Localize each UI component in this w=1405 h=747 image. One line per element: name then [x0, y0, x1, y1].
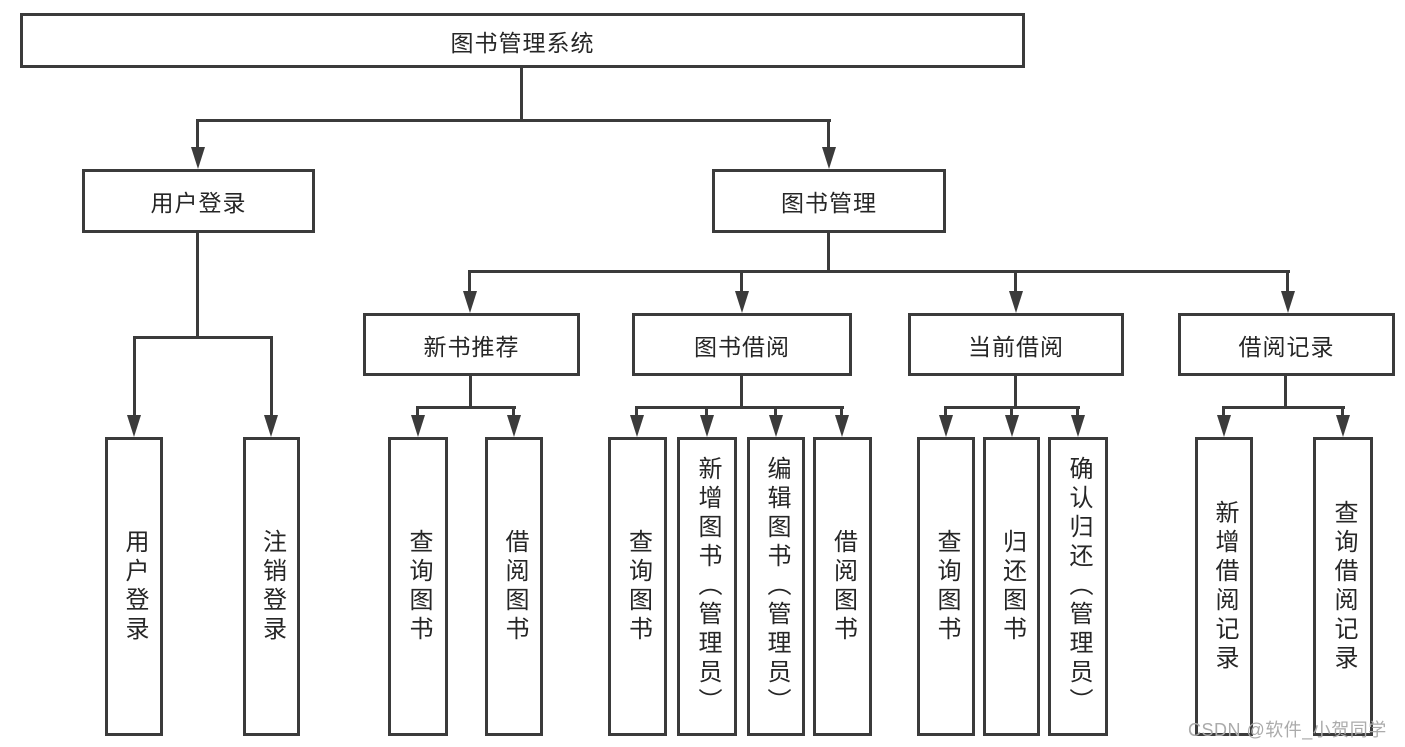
connector-mgmt-stem — [827, 233, 830, 271]
connector-user-hline — [133, 336, 273, 339]
connector-record-child-stem — [1341, 406, 1344, 419]
arrowhead-down-icon — [127, 415, 141, 437]
arrowhead-down-icon — [1009, 291, 1023, 313]
node-borrow-record-label: 借阅记录 — [1238, 333, 1335, 360]
arrowhead-down-icon — [1071, 415, 1085, 437]
node-borrow-query-label: 查询图书 — [624, 528, 652, 645]
connector-bookborrow-child-stem — [635, 406, 638, 419]
node-current-confirm-return: 确认归还（管理员） — [1048, 437, 1108, 736]
node-user-login-label: 用户登录 — [121, 528, 148, 645]
node-newbook-recommend-label: 新书推荐 — [423, 333, 520, 360]
connector-newbook-child-stem — [512, 406, 515, 419]
arrowhead-down-icon — [735, 291, 749, 313]
connector-newbook-hline — [416, 406, 516, 409]
connector-mgmt-child-stem — [468, 270, 471, 295]
node-borrow-edit-book: 编辑图书（管理员） — [747, 437, 805, 736]
connector-current-child-stem — [1076, 406, 1079, 419]
connector-to-user-stem — [196, 119, 199, 151]
node-borrow-borrow-book-label: 借阅图书 — [829, 528, 857, 645]
node-logout-label: 注销登录 — [258, 528, 286, 645]
node-borrow-query: 查询图书 — [608, 437, 667, 736]
arrowhead-down-icon — [191, 147, 205, 169]
connector-record-stem — [1284, 376, 1287, 407]
arrowhead-down-icon — [1336, 415, 1350, 437]
connector-user-stem — [196, 233, 199, 337]
node-newbook-query-label: 查询图书 — [405, 528, 432, 645]
node-borrow-add-book-label: 新增图书（管理员） — [694, 456, 721, 717]
arrowhead-down-icon — [700, 415, 714, 437]
connector-newbook-child-stem — [416, 406, 419, 419]
connector-mgmt-child-stem — [1014, 270, 1017, 295]
connector-mgmt-hline — [468, 270, 1290, 273]
node-newbook-borrow: 借阅图书 — [485, 437, 543, 736]
connector-root-stem — [520, 68, 523, 120]
node-book-mgmt-label: 图书管理 — [781, 190, 877, 216]
node-root: 图书管理系统 — [20, 13, 1025, 68]
connector-root-hline — [196, 119, 831, 122]
node-borrow-record: 借阅记录 — [1178, 313, 1395, 376]
node-record-query-label: 查询借阅记录 — [1330, 499, 1357, 674]
arrowhead-down-icon — [835, 415, 849, 437]
connector-current-child-stem — [944, 406, 947, 419]
arrowhead-down-icon — [507, 415, 521, 437]
node-newbook-recommend: 新书推荐 — [363, 313, 580, 376]
connector-bookborrow-stem — [740, 376, 743, 407]
node-newbook-borrow-label: 借阅图书 — [501, 528, 528, 645]
node-user-branch-label: 用户登录 — [150, 190, 247, 216]
connector-newbook-stem — [469, 376, 472, 407]
node-current-query-label: 查询图书 — [933, 528, 960, 645]
connector-bookborrow-child-stem — [774, 406, 777, 419]
connector-user-child-stem — [133, 336, 136, 419]
connector-current-child-stem — [1010, 406, 1013, 419]
node-logout: 注销登录 — [243, 437, 300, 736]
arrowhead-down-icon — [769, 415, 783, 437]
arrowhead-down-icon — [264, 415, 278, 437]
connector-record-hline — [1222, 406, 1345, 409]
arrowhead-down-icon — [1005, 415, 1019, 437]
node-book-borrow-label: 图书借阅 — [694, 333, 790, 360]
watermark: CSDN @软件_小贺同学 — [1188, 720, 1387, 740]
node-user-branch: 用户登录 — [82, 169, 315, 233]
arrowhead-down-icon — [1281, 291, 1295, 313]
node-book-mgmt: 图书管理 — [712, 169, 946, 233]
arrowhead-down-icon — [939, 415, 953, 437]
node-current-query: 查询图书 — [917, 437, 975, 736]
arrowhead-down-icon — [463, 291, 477, 313]
node-borrow-add-book: 新增图书（管理员） — [677, 437, 737, 736]
node-current-return-label: 归还图书 — [998, 528, 1026, 645]
node-user-login: 用户登录 — [105, 437, 163, 736]
arrowhead-down-icon — [630, 415, 644, 437]
connector-current-stem — [1014, 376, 1017, 407]
node-current-return: 归还图书 — [983, 437, 1040, 736]
connector-bookborrow-hline — [635, 406, 844, 409]
connector-user-child-stem — [270, 336, 273, 419]
arrowhead-down-icon — [411, 415, 425, 437]
node-root-label: 图书管理系统 — [450, 29, 595, 56]
node-current-borrow: 当前借阅 — [908, 313, 1124, 376]
node-record-add: 新增借阅记录 — [1195, 437, 1253, 736]
connector-to-mgmt-stem — [827, 119, 830, 151]
connector-record-child-stem — [1222, 406, 1225, 419]
node-borrow-edit-book-label: 编辑图书（管理员） — [763, 456, 790, 717]
arrowhead-down-icon — [822, 147, 836, 169]
node-newbook-query: 查询图书 — [388, 437, 448, 736]
connector-bookborrow-child-stem — [705, 406, 708, 419]
connector-mgmt-child-stem — [1286, 270, 1289, 295]
node-record-query: 查询借阅记录 — [1313, 437, 1373, 736]
node-current-borrow-label: 当前借阅 — [968, 333, 1064, 360]
node-borrow-borrow-book: 借阅图书 — [813, 437, 872, 736]
node-record-add-label: 新增借阅记录 — [1211, 499, 1238, 674]
node-book-borrow: 图书借阅 — [632, 313, 852, 376]
connector-bookborrow-child-stem — [840, 406, 843, 419]
connector-mgmt-child-stem — [740, 270, 743, 295]
node-current-confirm-return-label: 确认归还（管理员） — [1065, 456, 1092, 717]
arrowhead-down-icon — [1217, 415, 1231, 437]
